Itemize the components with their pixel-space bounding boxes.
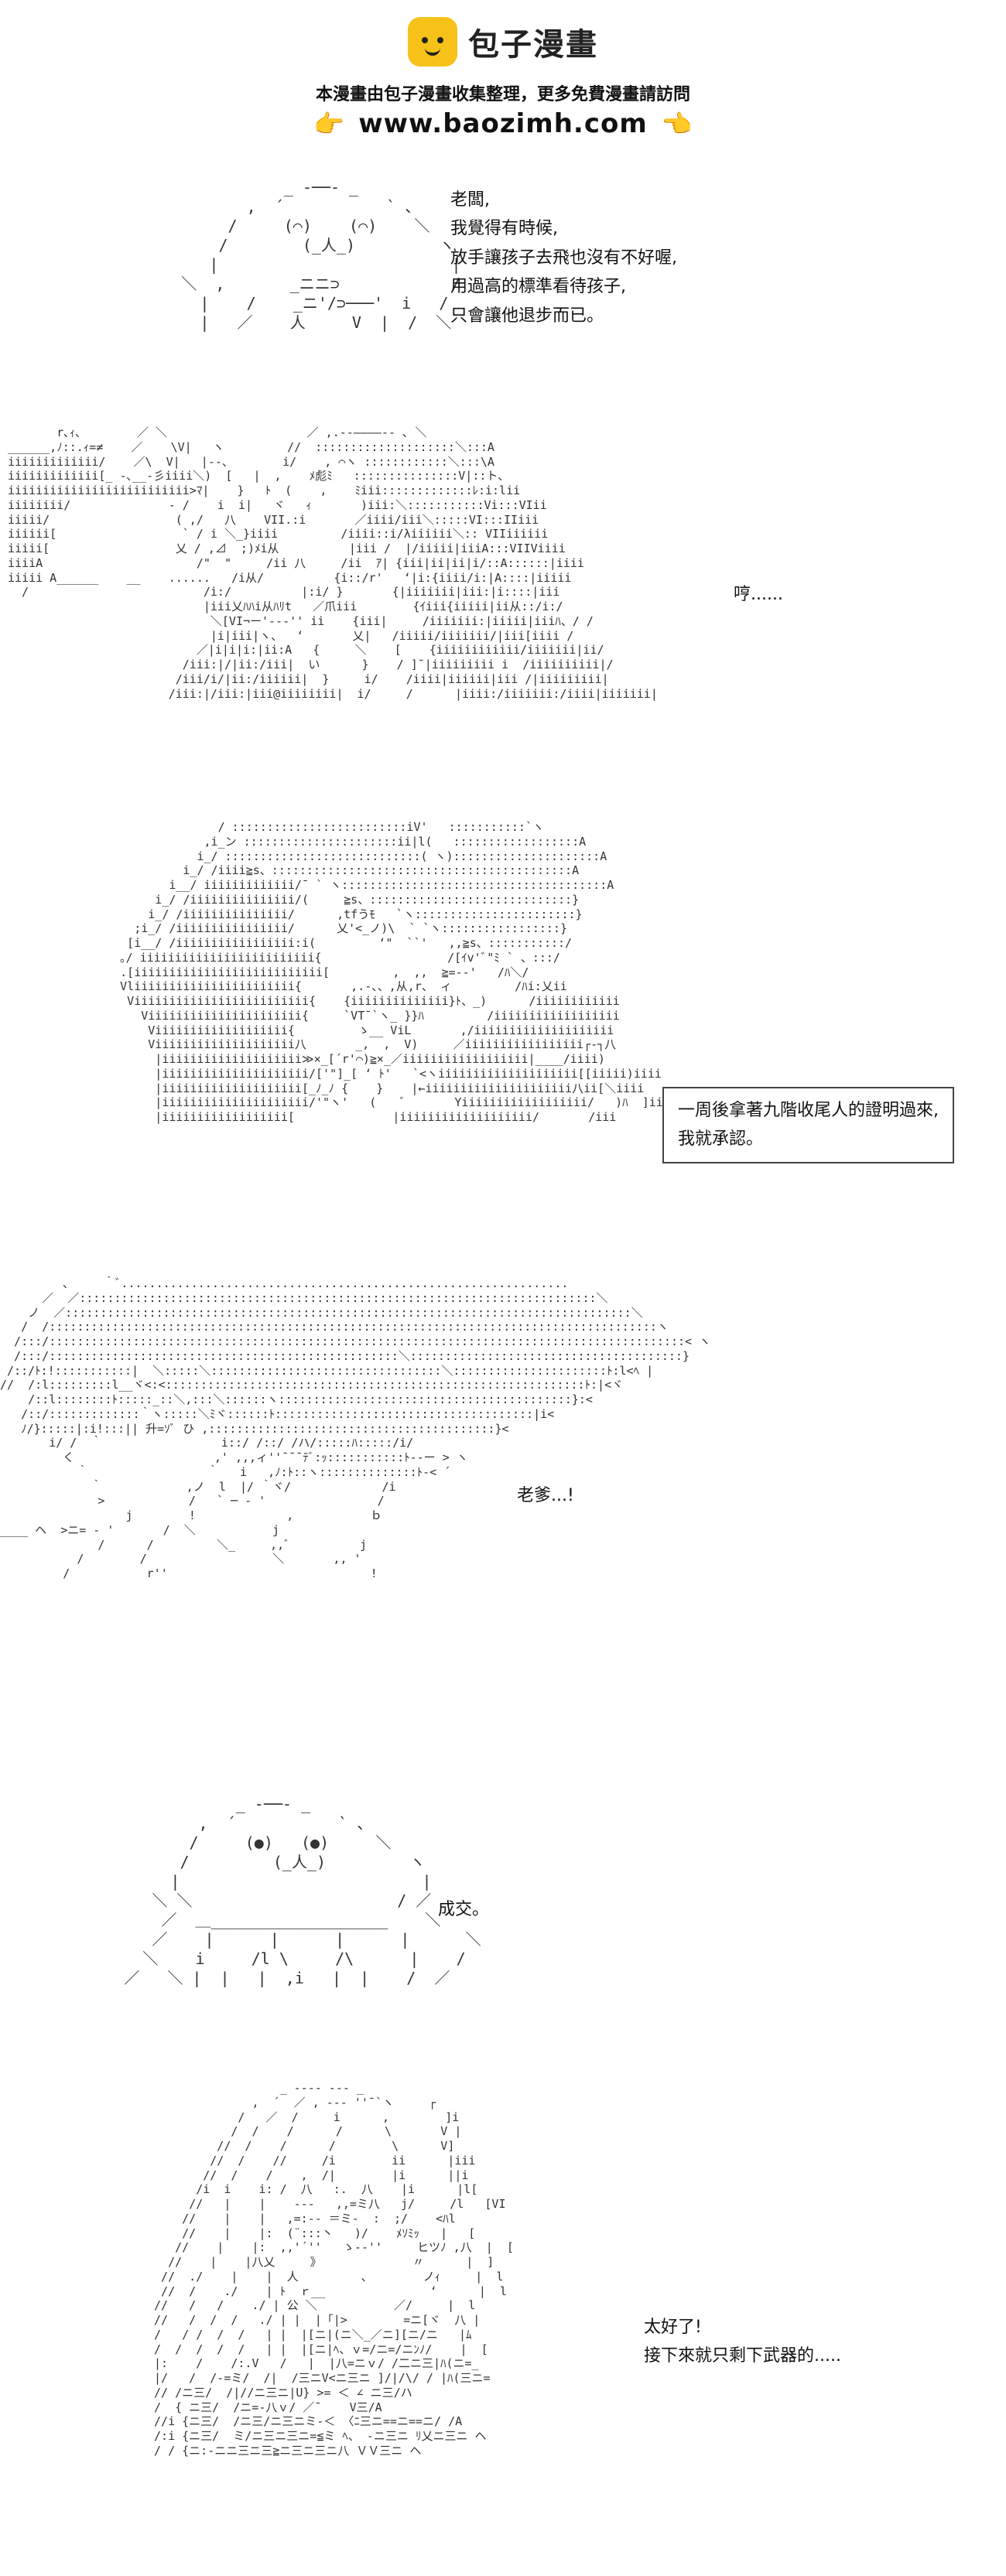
dialog-line: 老爹...! <box>517 1486 574 1505</box>
dialog-line: 太好了! <box>644 2318 702 2337</box>
site-url-link[interactable]: www.baozimh.com <box>358 108 648 139</box>
dialog-line: 我就承認。 <box>678 1129 764 1150</box>
ascii-art-hat-character: / :::::::::::::::::::::::::iV' :::::::::… <box>120 820 677 1124</box>
ascii-art-two-characters: r､ｨ､ ／ ＼ ／ ,.-‐――――‐- ､ ＼ ______,ﾉ::.ｨ=≠… <box>8 425 658 701</box>
dialog-line: 我覺得有時候, <box>450 219 558 239</box>
dialog-panel-4: 老爹...! <box>517 1481 574 1510</box>
dialog-line: 一周後拿著九階收尾人的證明過來, <box>678 1101 939 1120</box>
baozi-logo-icon <box>408 17 457 67</box>
panel-5: _ -──- _ , ´ ` 、 / (●) (●) ＼ / (_人_) ヽ |… <box>0 1795 1006 2050</box>
ascii-art-long-hair-character: _ --‐‐ ‐-- _ , ´ ／ , --‐ ''¯`ヽ ┌ / ／ / i… <box>154 2081 514 2458</box>
dialog-panel-2: 哼...... <box>734 580 783 609</box>
speech-box-panel-3: 一周後拿著九階收尾人的證明過來, 我就承認。 <box>662 1087 954 1163</box>
dialog-panel-1: 老闆, 我覺得有時候, 放手讓孩子去飛也沒有不好喔, 用過高的標準看待孩子, 只… <box>450 186 677 330</box>
panel-3: / :::::::::::::::::::::::::iV' :::::::::… <box>0 820 1006 1253</box>
header-subtitle: 本漫畫由包子漫畫收集整理，更多免費漫畫請訪問 <box>315 85 690 104</box>
ascii-art-round-character: _ -──- _ , ´ ` 、 / (⌒) (⌒) ＼ / (_人_) ヽ |… <box>181 178 461 332</box>
dialog-line: 接下來就只剩下武器的..... <box>644 2346 841 2366</box>
panel-4: ､ ｀ﾞ....................................… <box>0 1276 1006 1771</box>
dialog-line: 哼...... <box>734 585 783 604</box>
site-header: 包子漫畫 本漫畫由包子漫畫收集整理，更多免費漫畫請訪問 👉 www.baozim… <box>0 0 1006 147</box>
panel-6: _ --‐‐ ‐-- _ , ´ ／ , --‐ ''¯`ヽ ┌ / ／ / i… <box>0 2081 1006 2576</box>
dialog-line: 老闆, <box>450 190 490 210</box>
url-row: 👉 www.baozimh.com 👈 <box>0 108 1006 139</box>
logo-row: 包子漫畫 <box>0 17 1006 67</box>
ascii-art-cap-character: ､ ｀ﾞ....................................… <box>0 1276 711 1580</box>
pointing-left-hand-icon: 👈 <box>661 109 693 138</box>
pointing-right-hand-icon: 👉 <box>313 109 345 138</box>
ascii-art-round-character-smiling: _ -──- _ , ´ ` 、 / (●) (●) ＼ / (_人_) ヽ |… <box>124 1795 481 1987</box>
dialog-line: 用過高的標準看待孩子, <box>450 277 626 297</box>
panel-1: _ -──- _ , ´ ` 、 / (⌒) (⌒) ＼ / (_人_) ヽ |… <box>0 170 1006 402</box>
dialog-line: 成交。 <box>438 1900 490 1919</box>
dialog-line: 放手讓孩子去飛也沒有不好喔, <box>450 248 677 268</box>
dialog-line: 只會讓他退步而已。 <box>450 306 604 326</box>
dialog-panel-5: 成交。 <box>438 1895 489 1924</box>
panel-2: r､ｨ､ ／ ＼ ／ ,.-‐――――‐- ､ ＼ ______,ﾉ::.ｨ=≠… <box>0 425 1006 797</box>
logo-text: 包子漫畫 <box>468 27 598 63</box>
dialog-panel-6: 太好了! 接下來就只剩下武器的..... <box>644 2313 841 2371</box>
